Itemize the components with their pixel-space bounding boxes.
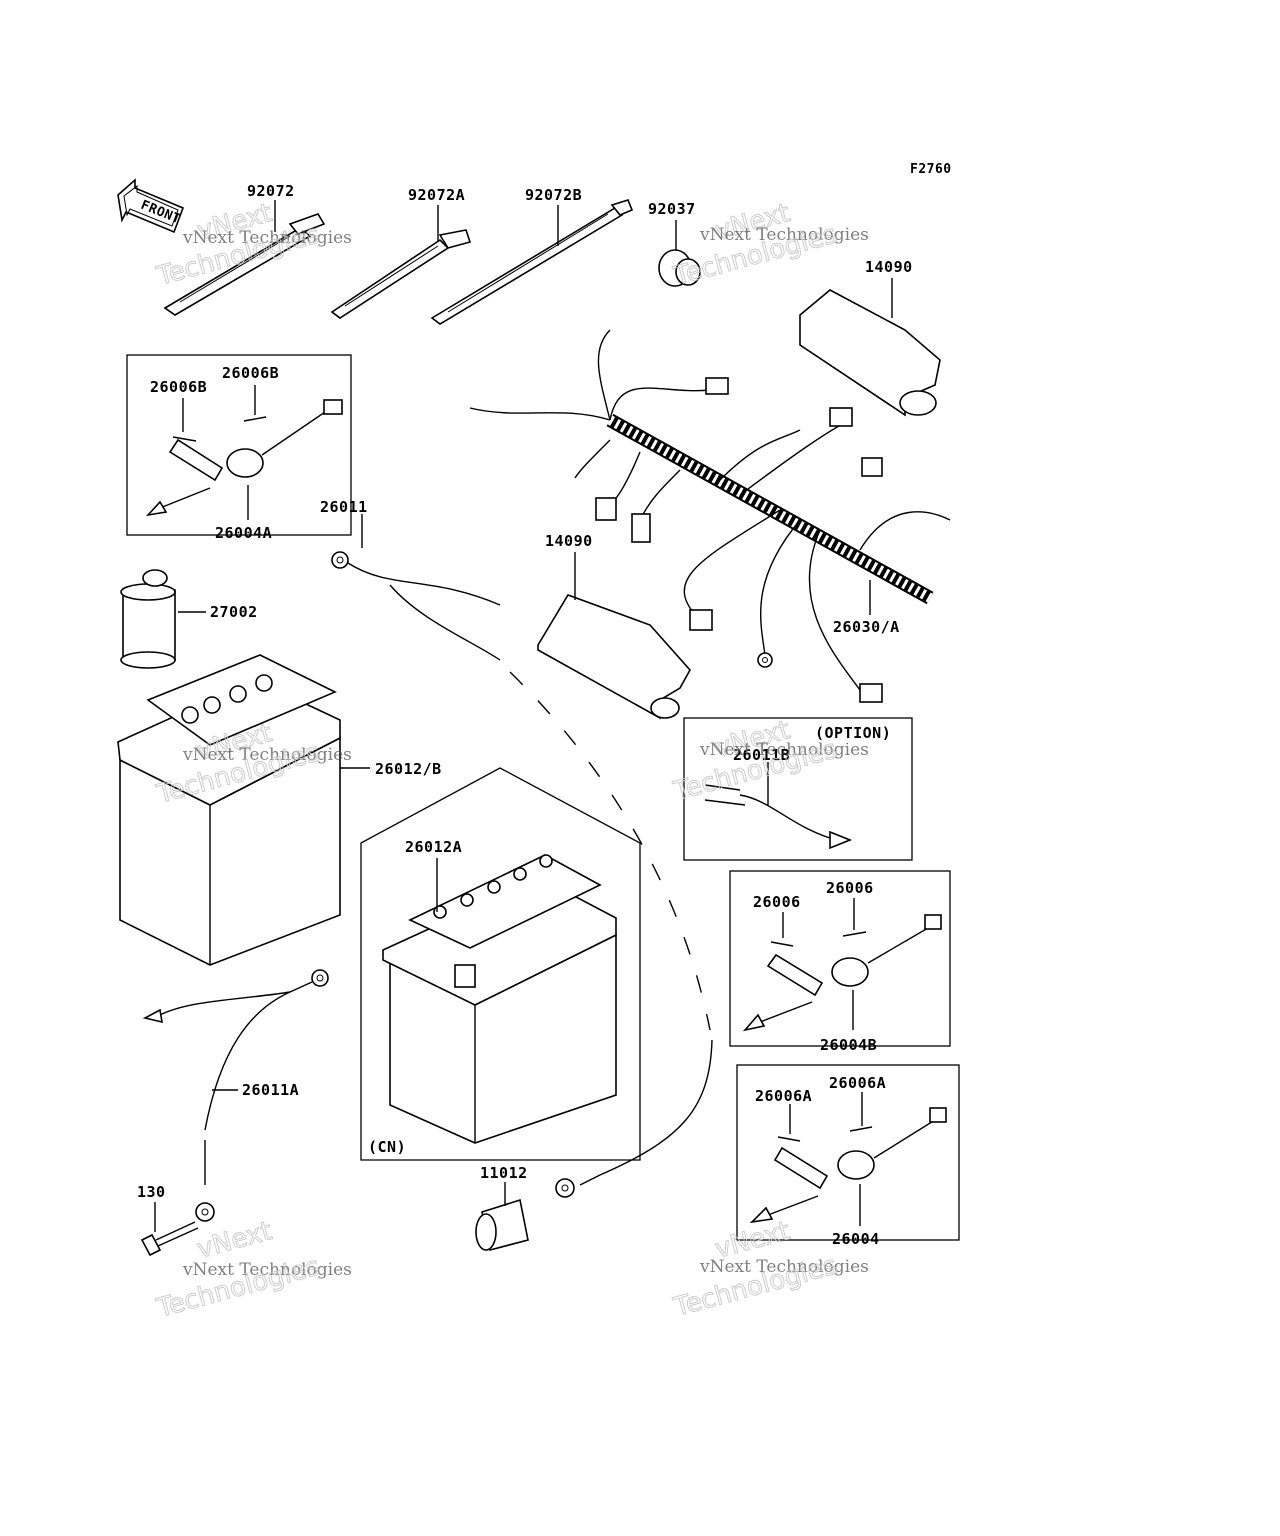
svg-text:vNext Technologies: vNext Technologies — [182, 1260, 352, 1280]
svg-text:vNext Technologies: vNext Technologies — [182, 745, 352, 765]
frame-26004a — [126, 354, 352, 536]
label-26030a: 26030/A — [833, 618, 900, 636]
battery-26012b — [117, 654, 370, 966]
front-arrow-icon: FRONT — [117, 178, 185, 234]
cable-26011-lower — [555, 1039, 713, 1198]
cable-tie-92072a — [330, 205, 472, 319]
wiring-harness-26030a — [469, 329, 951, 703]
label-cn: (CN) — [368, 1138, 406, 1156]
label-26011a: 26011A — [242, 1081, 299, 1099]
label-26004a: 26004A — [215, 524, 272, 542]
label-130: 130 — [137, 1183, 166, 1201]
figure-id: F2760 — [910, 162, 952, 177]
watermark-2: vNext vNext Technologies Technologies — [670, 198, 869, 293]
label-26004: 26004 — [832, 1230, 880, 1248]
relay-27002 — [120, 569, 206, 669]
label-11012: 11012 — [480, 1164, 528, 1182]
frame-cn — [360, 767, 641, 1161]
label-26006b-left: 26006B — [150, 378, 207, 396]
watermark-1: vNext vNext Technologies Technologies — [153, 198, 352, 293]
cable-tie-92072b — [430, 199, 634, 325]
frame-26004b — [729, 870, 951, 1047]
label-92072a: 92072A — [408, 186, 465, 204]
cover-14090-mid — [537, 552, 691, 720]
fuse-holder-26004a — [145, 385, 343, 520]
battery-26012a — [382, 854, 617, 1144]
label-92072: 92072 — [247, 182, 295, 200]
cap-11012 — [475, 1182, 529, 1251]
label-27002: 27002 — [210, 603, 258, 621]
label-14090-mid: 14090 — [545, 532, 593, 550]
label-26006-right: 26006 — [826, 879, 874, 897]
label-26006b-right: 26006B — [222, 364, 279, 382]
cable-26011a — [142, 969, 329, 1222]
label-26006a-right: 26006A — [829, 1074, 886, 1092]
label-26006-left: 26006 — [753, 893, 801, 911]
svg-text:vNext Technologies: vNext Technologies — [699, 740, 869, 760]
clamp-92037 — [658, 220, 701, 287]
svg-text:vNext Technologies: vNext Technologies — [699, 1257, 869, 1277]
svg-text:vNext Technologies: vNext Technologies — [182, 228, 352, 248]
label-26011: 26011 — [320, 498, 368, 516]
label-92037: 92037 — [648, 200, 696, 218]
label-option: (OPTION) — [815, 724, 891, 742]
bolt-130 — [140, 1202, 199, 1257]
cable-26011 — [331, 514, 711, 1031]
cable-tie-92072 — [163, 200, 326, 316]
label-26012a: 26012A — [405, 838, 462, 856]
lead-26011b — [704, 762, 853, 850]
svg-text:vNext: vNext — [194, 1216, 275, 1265]
svg-text:vNext Technologies: vNext Technologies — [699, 225, 869, 245]
label-26011b: 26011B — [733, 746, 790, 764]
label-26012b: 26012/B — [375, 760, 442, 778]
label-92072b: 92072B — [525, 186, 582, 204]
label-26004b: 26004B — [820, 1036, 877, 1054]
label-14090-top: 14090 — [865, 258, 913, 276]
watermark-5: vNext vNext Technologies Technologies — [153, 1216, 352, 1325]
label-26006a-left: 26006A — [755, 1087, 812, 1105]
cover-14090-top — [799, 278, 941, 417]
fuse-holder-26004 — [749, 1092, 947, 1226]
fuse-holder-26004b — [742, 898, 942, 1032]
frame-26004 — [736, 1064, 960, 1241]
frame-option — [683, 717, 913, 861]
